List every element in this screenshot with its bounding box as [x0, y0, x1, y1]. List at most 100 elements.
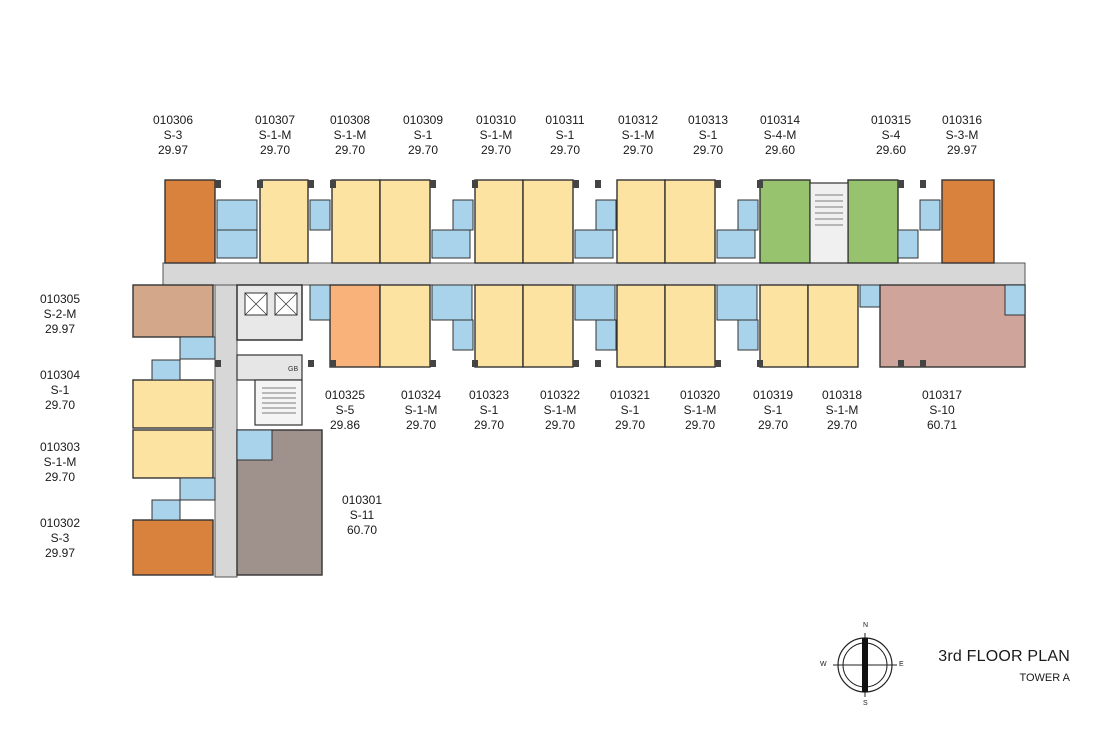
- unit-id: 010315: [870, 113, 912, 127]
- unit-010302: [132, 519, 214, 576]
- unit-type: S-11: [349, 508, 375, 522]
- unit-id: 010316: [941, 113, 983, 127]
- plan-subtitle: TOWER A: [1019, 672, 1070, 684]
- unit-type: S-1-M: [333, 128, 367, 142]
- unit-id: 010307: [254, 113, 296, 127]
- unit-type: S-5: [335, 403, 355, 417]
- unit-id: 010311: [545, 113, 585, 127]
- compass-east: E: [899, 661, 904, 668]
- unit-area: 29.70: [259, 143, 291, 157]
- unit-area: 29.70: [334, 143, 366, 157]
- unit-010322: [522, 284, 574, 368]
- unit-010319: [759, 284, 809, 368]
- unit-id: 010319: [752, 388, 794, 402]
- unit-id: 010304: [39, 368, 81, 382]
- unit-id: 010309: [402, 113, 444, 127]
- unit-010311: [522, 179, 574, 264]
- unit-010310: [474, 179, 524, 264]
- unit-type: S-1-M: [404, 403, 438, 417]
- unit-area: 29.97: [44, 322, 76, 336]
- unit-010306: [164, 179, 216, 264]
- unit-type: S-1-M: [479, 128, 513, 142]
- unit-area: 29.70: [44, 470, 76, 484]
- unit-type: S-1-M: [43, 455, 77, 469]
- unit-id: 010314: [759, 113, 801, 127]
- unit-010307: [259, 179, 309, 264]
- unit-type: S-1-M: [683, 403, 717, 417]
- compass-west: W: [820, 661, 827, 668]
- bathroom-010306: [216, 199, 258, 231]
- unit-type: S-1: [50, 383, 70, 397]
- unit-type: S-1-M: [258, 128, 292, 142]
- bathroom-010302: [151, 499, 181, 521]
- unit-010316: [941, 179, 995, 264]
- pillar-south-9: [757, 360, 763, 367]
- bathroom-010312: [595, 199, 617, 231]
- bathroom-010311: [574, 229, 614, 259]
- unit-type: S-1: [763, 403, 783, 417]
- compass-south: S: [863, 700, 868, 707]
- pillar-north-9: [757, 180, 763, 188]
- pillar-south-0: [215, 360, 221, 367]
- unit-id: 010302: [39, 516, 81, 530]
- unit-type: S-10: [929, 403, 955, 417]
- unit-id: 010301: [341, 493, 383, 507]
- unit-id: 010321: [609, 388, 651, 402]
- unit-type: S-3: [50, 531, 70, 545]
- unit-id: 010323: [468, 388, 510, 402]
- unit-area: 29.70: [473, 418, 505, 432]
- unit-010320: [664, 284, 716, 368]
- unit-area: 29.70: [549, 143, 581, 157]
- unit-area: 29.60: [875, 143, 907, 157]
- pillar-north-7: [595, 180, 601, 188]
- unit-area: 60.71: [926, 418, 958, 432]
- main-corridor: [162, 262, 1026, 286]
- pillar-north-4: [430, 180, 436, 188]
- pillar-north-10: [898, 180, 904, 188]
- title-block: 3rd FLOOR PLAN TOWER A: [938, 648, 1070, 684]
- unit-type: S-1: [479, 403, 499, 417]
- bathroom-010303: [179, 477, 216, 501]
- bathroom-010310: [452, 199, 474, 231]
- unit-type: S-4-M: [763, 128, 797, 142]
- pillar-south-2: [308, 360, 314, 367]
- unit-area: 29.86: [329, 418, 361, 432]
- bathroom-010315: [897, 229, 919, 259]
- pillar-north-6: [573, 180, 579, 188]
- bathroom-010308: [309, 199, 331, 231]
- unit-type: S-3: [163, 128, 183, 142]
- unit-id: 010308: [329, 113, 371, 127]
- pillar-north-5: [472, 180, 478, 188]
- unit-area: 29.70: [692, 143, 724, 157]
- pillar-north-8: [715, 180, 721, 188]
- bathroom-010320: [716, 284, 758, 321]
- unit-type: S-1: [413, 128, 433, 142]
- unit-id: 010320: [679, 388, 721, 402]
- bathroom-010317: [1004, 284, 1026, 316]
- bathroom-010323: [452, 319, 474, 351]
- unit-010325: [329, 284, 381, 368]
- unit-area: 29.60: [764, 143, 796, 157]
- bathroom-010307: [216, 229, 258, 259]
- unit-id: 010317: [921, 388, 963, 402]
- pillar-south-11: [920, 360, 926, 367]
- unit-010303: [132, 429, 214, 479]
- unit-id: 010305: [39, 292, 81, 306]
- unit-area: 29.70: [544, 418, 576, 432]
- unit-area: 29.97: [157, 143, 189, 157]
- unit-area: 29.70: [405, 418, 437, 432]
- unit-type: S-1-M: [621, 128, 655, 142]
